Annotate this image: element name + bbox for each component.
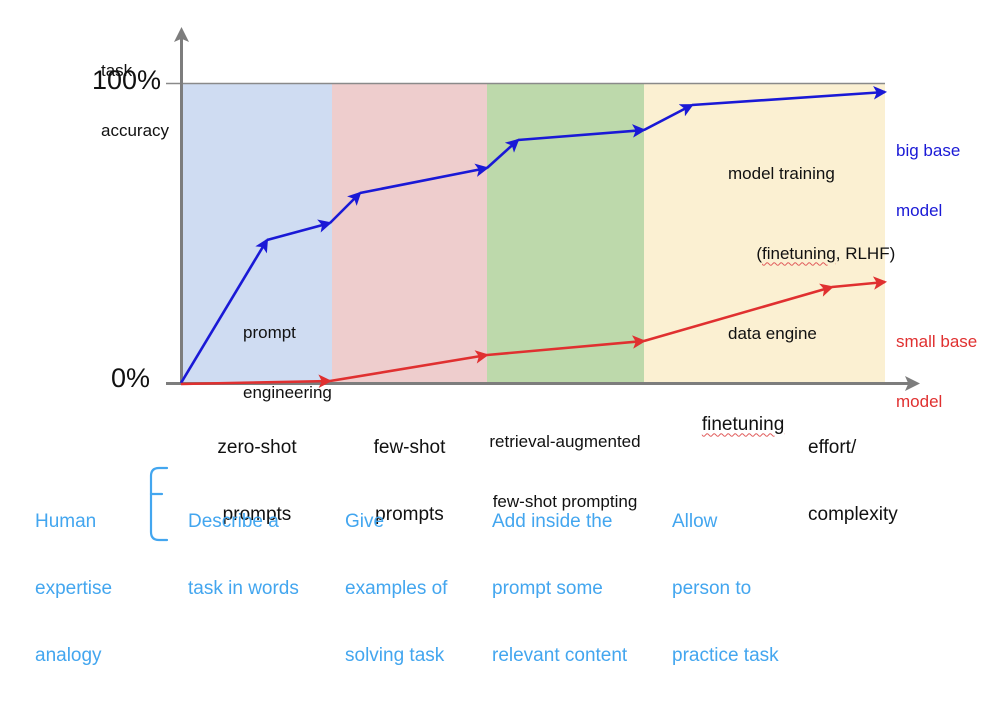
analogy-item-add-content: Add inside the prompt some relevant cont… — [492, 466, 662, 712]
annotation-prompt-engineering-line1: prompt — [243, 323, 296, 343]
x-label-zero-shot-line1: zero-shot — [217, 436, 297, 458]
annotation-prompt-engineering-line2: engineering — [243, 383, 332, 403]
analogy-item-line2: prompt some — [492, 578, 603, 600]
analogy-item-line1: Give — [345, 510, 385, 532]
paren-open: ( — [756, 244, 763, 264]
band-retrieval-augmented — [487, 84, 644, 383]
x-label-retrieval-augmented-line2: few-shot prompting — [492, 492, 638, 512]
analogy-item-line3: practice task — [672, 645, 779, 667]
analogy-item-line3: solving task — [345, 645, 445, 667]
x-axis-end-label-line2: complexity — [808, 504, 898, 526]
band-zero-shot — [181, 84, 332, 383]
y-tick-0: 0% — [111, 363, 151, 393]
rlhf-tail: , RLHF) — [835, 244, 896, 264]
human-expertise-analogy: Human expertise analogy — [35, 466, 112, 712]
x-label-finetuning-text: finetuning — [701, 414, 785, 436]
x-label-few-shot-line2: prompts — [375, 504, 444, 526]
legend-big-base-model-line2: model — [896, 201, 943, 221]
x-axis-end-label: effort/ complexity — [808, 392, 938, 571]
y-axis-caption-line1: task — [101, 61, 133, 81]
y-tick-100: 100% — [92, 65, 162, 95]
annotation-model-training-line2: (finetuning, RLHF) — [728, 224, 895, 284]
x-label-retrieval-augmented-line1: retrieval-augmented — [489, 432, 641, 452]
analogy-item-line2: person to — [672, 578, 752, 600]
analogy-bracket — [149, 466, 169, 542]
band-finetuning — [644, 84, 885, 383]
annotation-prompt-engineering: prompt engineering — [243, 283, 332, 443]
finetuning-word: finetuning — [762, 244, 836, 264]
annotation-model-training: model training (finetuning, RLHF) data e… — [728, 124, 895, 385]
legend-small-base-model: small base model — [896, 292, 977, 452]
legend-big-base-model: big base model — [896, 101, 960, 261]
analogy-item-line3: relevant content — [492, 645, 628, 667]
analogy-line3: analogy — [35, 645, 102, 667]
y-axis-caption-line2: accuracy — [101, 121, 170, 141]
x-label-retrieval-augmented: retrieval-augmented few-shot prompting — [481, 392, 649, 552]
analogy-item-line1: Allow — [672, 510, 718, 532]
x-label-few-shot-line1: few-shot — [373, 436, 446, 458]
legend-small-base-model-line1: small base — [896, 332, 978, 352]
x-label-finetuning: finetuning — [660, 392, 805, 459]
analogy-line1: Human — [35, 510, 97, 532]
x-axis-end-label-line1: effort/ — [808, 436, 857, 458]
x-label-zero-shot: zero-shot prompts — [182, 392, 332, 571]
x-label-zero-shot-line2: prompts — [222, 504, 292, 526]
analogy-item-line1: Describe a — [188, 510, 279, 532]
legend-big-base-model-line1: big base — [896, 141, 961, 161]
x-label-few-shot: few-shot prompts — [332, 392, 487, 571]
legend-small-base-model-line2: model — [896, 392, 943, 412]
annotation-model-training-line1: model training — [728, 164, 835, 184]
analogy-item-line1: Add inside the — [492, 510, 613, 532]
analogy-item-line2: examples of — [345, 578, 448, 600]
series-small-base-model — [180, 276, 888, 388]
analogy-item-line2: task in words — [188, 578, 299, 600]
analogy-item-describe-task: Describe a task in words — [188, 466, 338, 690]
analogy-item-give-examples: Give examples of solving task — [345, 466, 495, 712]
annotation-model-training-line3: data engine — [728, 324, 817, 344]
diagram-canvas: task accuracy 100% 0% zero-shot prompts … — [35, 21, 977, 666]
band-few-shot — [332, 84, 487, 383]
analogy-item-practice: Allow person to practice task — [672, 466, 822, 712]
y-axis-caption: task accuracy — [101, 21, 169, 181]
series-big-base-model — [179, 86, 888, 384]
analogy-line2: expertise — [35, 578, 113, 600]
chart-svg — [149, 27, 920, 542]
